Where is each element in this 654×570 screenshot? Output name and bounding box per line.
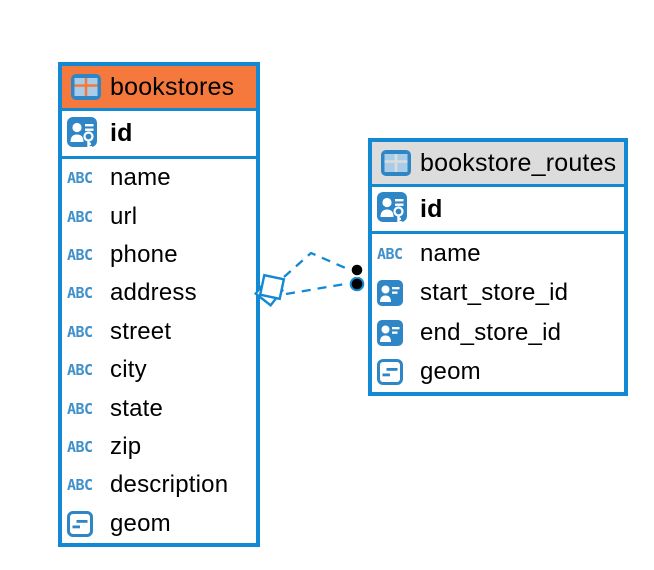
column-row-geom[interactable]: geom	[372, 353, 624, 393]
column-name-label: end_store_id	[420, 318, 562, 346]
table-name-label: bookstores	[110, 72, 235, 101]
text-type-icon: ABC	[377, 244, 403, 263]
table-icon	[71, 74, 101, 100]
column-row-name[interactable]: ABC name	[372, 234, 624, 274]
column-row-id[interactable]: id	[372, 187, 624, 234]
relationship-endpoint-dot-upper	[349, 262, 365, 278]
column-name-label: phone	[110, 241, 178, 269]
relationship-endpoint-dot-lower	[349, 276, 365, 292]
table-bookstore-routes-header[interactable]: bookstore_routes	[372, 142, 624, 187]
column-name-label: id	[110, 119, 133, 147]
column-row-start-store-id[interactable]: start_store_id	[372, 274, 624, 314]
text-type-icon: ABC	[67, 284, 93, 303]
foreign-key-icon	[377, 280, 403, 306]
column-name-label: geom	[110, 509, 171, 537]
column-row-id[interactable]: id	[62, 111, 256, 159]
column-name-label: url	[110, 202, 138, 230]
relationship-line-lower[interactable]	[285, 282, 346, 296]
text-type-icon: ABC	[67, 438, 93, 457]
text-type-icon: ABC	[67, 207, 93, 226]
column-name-label: start_store_id	[420, 279, 569, 307]
column-name-label: geom	[420, 358, 481, 386]
column-row-zip[interactable]: ABC zip	[62, 428, 256, 466]
column-row-end-store-id[interactable]: end_store_id	[372, 313, 624, 353]
column-name-label: description	[110, 471, 229, 499]
column-name-label: state	[110, 394, 164, 422]
column-name-label: city	[110, 356, 147, 384]
column-row-street[interactable]: ABC street	[62, 313, 256, 351]
primary-key-icon	[377, 192, 407, 226]
column-name-label: name	[110, 164, 171, 192]
text-type-icon: ABC	[67, 476, 93, 495]
relationship-line-upper[interactable]	[283, 251, 351, 278]
geometry-type-icon	[67, 511, 93, 537]
text-type-icon: ABC	[67, 246, 93, 265]
table-bookstore-routes-columns: ABC name start_store_id end_store_id geo…	[372, 234, 624, 392]
column-row-geom[interactable]: geom	[62, 505, 256, 543]
table-bookstores-columns: ABC name ABC url ABC phone ABC address A…	[62, 159, 256, 543]
column-row-state[interactable]: ABC state	[62, 389, 256, 427]
column-row-description[interactable]: ABC description	[62, 466, 256, 504]
table-icon	[381, 150, 411, 176]
column-name-label: zip	[110, 433, 142, 461]
column-name-label: street	[110, 317, 172, 345]
text-type-icon: ABC	[67, 361, 93, 380]
relationship-diamond-front	[258, 273, 286, 301]
relationship-connector[interactable]	[245, 238, 380, 322]
column-row-name[interactable]: ABC name	[62, 159, 256, 197]
column-row-url[interactable]: ABC url	[62, 197, 256, 235]
table-bookstores-header[interactable]: bookstores	[62, 66, 256, 111]
column-name-label: address	[110, 279, 197, 307]
table-name-label: bookstore_routes	[420, 148, 617, 177]
column-row-address[interactable]: ABC address	[62, 274, 256, 312]
table-bookstore-routes[interactable]: bookstore_routes id ABC name start_store…	[368, 138, 628, 396]
column-row-phone[interactable]: ABC phone	[62, 236, 256, 274]
column-row-city[interactable]: ABC city	[62, 351, 256, 389]
text-type-icon: ABC	[67, 399, 93, 418]
table-bookstores[interactable]: bookstores id ABC name ABC url ABC phone…	[58, 62, 260, 547]
foreign-key-icon	[377, 320, 403, 346]
geometry-type-icon	[377, 359, 403, 385]
text-type-icon: ABC	[67, 169, 93, 188]
primary-key-icon	[67, 117, 97, 151]
text-type-icon: ABC	[67, 322, 93, 341]
column-name-label: id	[420, 194, 443, 223]
column-name-label: name	[420, 239, 481, 267]
